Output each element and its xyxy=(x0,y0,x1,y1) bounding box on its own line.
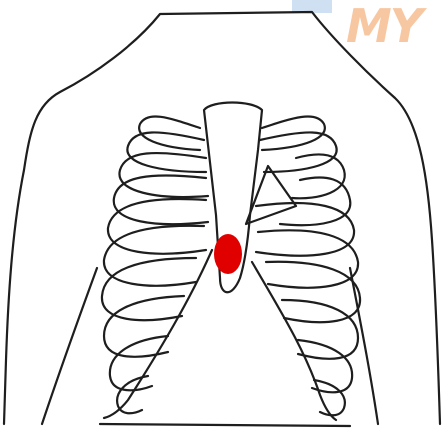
torso-outline xyxy=(4,12,440,424)
bottom-line xyxy=(100,424,350,426)
right-rib xyxy=(314,380,345,415)
right-rib xyxy=(298,340,352,392)
right-rib xyxy=(258,230,358,287)
right-rib xyxy=(266,262,360,322)
costal-arch-right xyxy=(252,262,336,420)
red-marker-dot xyxy=(214,234,242,274)
left-arm-inner-line xyxy=(42,268,97,424)
left-rib xyxy=(104,226,204,286)
left-ribs xyxy=(102,116,208,413)
right-rib xyxy=(280,177,350,225)
right-ribs xyxy=(256,116,360,415)
watermark-logo: MY xyxy=(346,0,428,53)
right-rib xyxy=(256,203,354,256)
right-rib xyxy=(292,154,345,198)
right-arm-inner-line xyxy=(350,268,378,424)
right-rib xyxy=(282,300,358,359)
right-rib xyxy=(260,132,337,172)
left-rib xyxy=(127,132,206,172)
